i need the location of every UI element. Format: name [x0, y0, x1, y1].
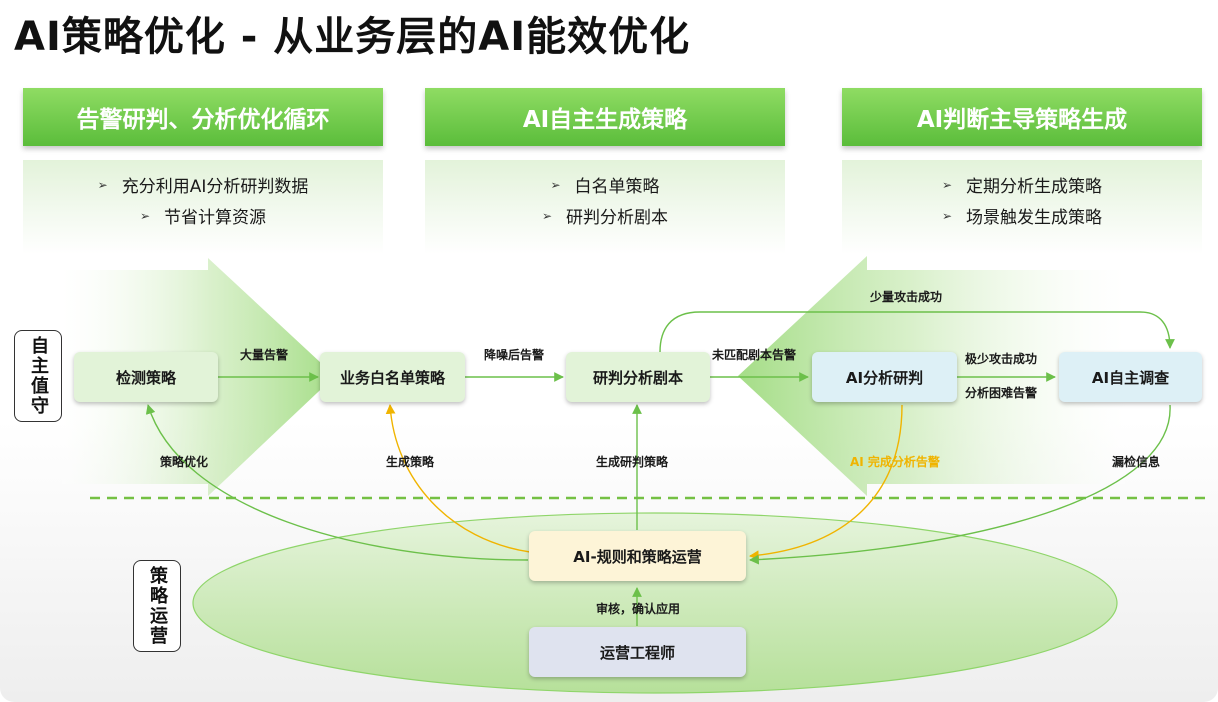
arrow-bullet-icon: ➢: [941, 208, 953, 223]
arrow-bullet-icon: ➢: [541, 208, 553, 223]
edge-label-massive-alerts: 大量告警: [240, 348, 289, 362]
bullet-item: ➢研判分析剧本: [541, 208, 669, 228]
pillar-header-ai-generate: AI自主生成策略: [425, 88, 785, 146]
bullet-item: ➢定期分析生成策略: [941, 177, 1103, 197]
edge-label-missed-info: 漏检信息: [1112, 455, 1161, 469]
bullet-item: ➢白名单策略: [550, 177, 660, 197]
arrow-bullet-icon: ➢: [941, 177, 953, 192]
edge-label-review-confirm: 审核，确认应用: [596, 602, 681, 616]
operations-ellipse: [192, 512, 1118, 694]
side-tag-operations-text: 策略运营: [147, 566, 168, 646]
node-ai-operations[interactable]: AI-规则和策略运营: [529, 531, 746, 581]
edge-label-very-few-attack-success: 极少攻击成功: [965, 352, 1038, 366]
bullet-item: ➢充分利用AI分析研判数据: [97, 177, 309, 197]
edge-label-generate-playbook: 生成研判策略: [596, 455, 669, 469]
arrow-bullet-icon: ➢: [139, 208, 151, 223]
edge-label-hard-alerts: 分析困难告警: [965, 386, 1038, 400]
edge-label-denoised-alerts: 降噪后告警: [484, 348, 545, 362]
arrow-bullet-icon: ➢: [550, 177, 561, 192]
pillar-header-alert-loop: 告警研判、分析优化循环: [23, 88, 383, 146]
bullet-item: ➢场景触发生成策略: [941, 208, 1103, 228]
side-tag-autonomous: 自主值守: [14, 330, 62, 422]
side-tag-autonomous-text: 自主值守: [28, 336, 49, 416]
bullet-item: ➢节省计算资源: [139, 208, 267, 228]
edge-label-few-attack-success: 少量攻击成功: [870, 290, 943, 304]
node-engineer[interactable]: 运营工程师: [529, 627, 746, 677]
edge-label-strategy-optimize: 策略优化: [160, 455, 209, 469]
node-ai-analysis[interactable]: AI分析研判: [812, 352, 957, 402]
pillar-body-ai-generate: ➢白名单策略 ➢研判分析剧本: [425, 160, 785, 254]
side-tag-operations: 策略运营: [133, 560, 181, 652]
edge-label-ai-done: AI 完成分析告警: [850, 455, 940, 469]
pillar-body-ai-judge: ➢定期分析生成策略 ➢场景触发生成策略: [842, 160, 1202, 254]
edge-label-unmatched-alerts: 未匹配剧本告警: [712, 348, 797, 362]
node-ai-investigation[interactable]: AI自主调查: [1059, 352, 1202, 402]
node-detection-strategy[interactable]: 检测策略: [74, 352, 218, 402]
edge-label-generate-strategy: 生成策略: [386, 455, 435, 469]
page-title: AI策略优化 - 从业务层的AI能效优化: [14, 14, 691, 60]
pillar-body-alert-loop: ➢充分利用AI分析研判数据 ➢节省计算资源: [23, 160, 383, 254]
arrow-bullet-icon: ➢: [97, 177, 108, 192]
pillar-header-ai-judge: AI判断主导策略生成: [842, 88, 1202, 146]
node-playbook[interactable]: 研判分析剧本: [566, 352, 710, 402]
node-whitelist-strategy[interactable]: 业务白名单策略: [320, 352, 465, 402]
